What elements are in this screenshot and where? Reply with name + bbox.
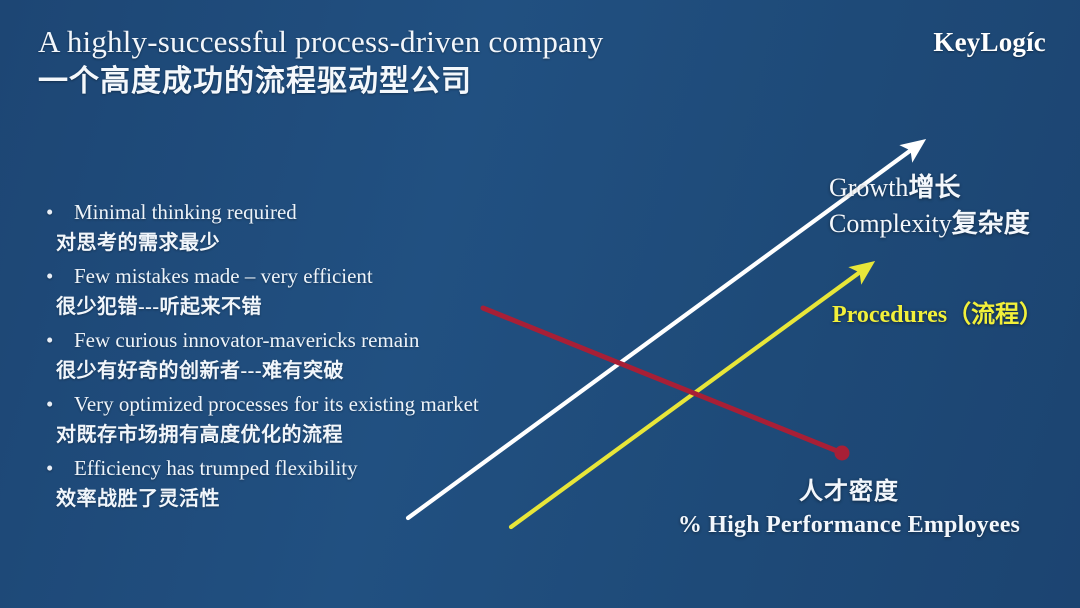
bullet-marker-icon: • (46, 328, 54, 352)
bullet-english: • Minimal thinking required (42, 197, 662, 228)
complexity-label-line: Complexity复杂度 (829, 206, 1030, 242)
talent-density-endpoint-dot (834, 445, 850, 461)
list-item: • Efficiency has trumped flexibility 效率战… (42, 453, 662, 515)
list-item: • Few curious innovator-mavericks remain… (42, 325, 662, 387)
bullet-list: • Minimal thinking required 对思考的需求最少 • F… (42, 197, 662, 517)
complexity-label-zh: 复杂度 (951, 209, 1030, 238)
list-item: • Minimal thinking required 对思考的需求最少 (42, 197, 662, 259)
growth-label-en: Growth (829, 173, 909, 202)
bullet-chinese: 很少有好奇的创新者---难有突破 (56, 360, 344, 382)
talent-density-axis-label: 人才密度 % High Performance Employees (634, 476, 1064, 542)
complexity-label-en: Complexity (829, 209, 952, 238)
growth-label-zh: 增长 (908, 173, 961, 202)
bullet-chinese: 效率战胜了灵活性 (56, 488, 220, 510)
keylogic-logo: KeyLogíc (933, 27, 1046, 57)
bullet-chinese: 对既存市场拥有高度优化的流程 (56, 424, 343, 446)
bullet-english: • Few mistakes made – very efficient (42, 261, 662, 292)
talent-density-label-zh: 人才密度 (799, 479, 899, 505)
bullet-english: • Very optimized processes for its exist… (42, 389, 662, 420)
list-item: • Very optimized processes for its exist… (42, 389, 662, 451)
bullet-chinese: 很少犯错---听起来不错 (56, 296, 262, 318)
growth-label-line: Growth增长 (829, 170, 1030, 206)
bullet-english-text: Few curious innovator-mavericks remain (74, 328, 420, 352)
bullet-english-text: Very optimized processes for its existin… (74, 392, 479, 416)
bullet-english-text: Efficiency has trumped flexibility (74, 456, 358, 480)
growth-complexity-label: Growth增长 Complexity复杂度 (829, 170, 1030, 242)
list-item: • Few mistakes made – very efficient 很少犯… (42, 261, 662, 323)
bullet-english: • Few curious innovator-mavericks remain (42, 325, 662, 356)
page-title: A highly-successful process-driven compa… (38, 22, 798, 102)
bullet-marker-icon: • (46, 456, 54, 480)
bullet-english: • Efficiency has trumped flexibility (42, 453, 662, 484)
title-english: A highly-successful process-driven compa… (38, 24, 604, 59)
bullet-english-text: Few mistakes made – very efficient (74, 264, 373, 288)
bullet-marker-icon: • (46, 392, 54, 416)
procedures-label: Procedures（流程） (832, 302, 1044, 328)
bullet-marker-icon: • (46, 264, 54, 288)
talent-density-label-en: % High Performance Employees (677, 512, 1021, 538)
bullet-marker-icon: • (46, 200, 54, 224)
title-chinese: 一个高度成功的流程驱动型公司 (38, 65, 472, 98)
bullet-chinese: 对思考的需求最少 (56, 232, 220, 254)
bullet-english-text: Minimal thinking required (74, 200, 297, 224)
